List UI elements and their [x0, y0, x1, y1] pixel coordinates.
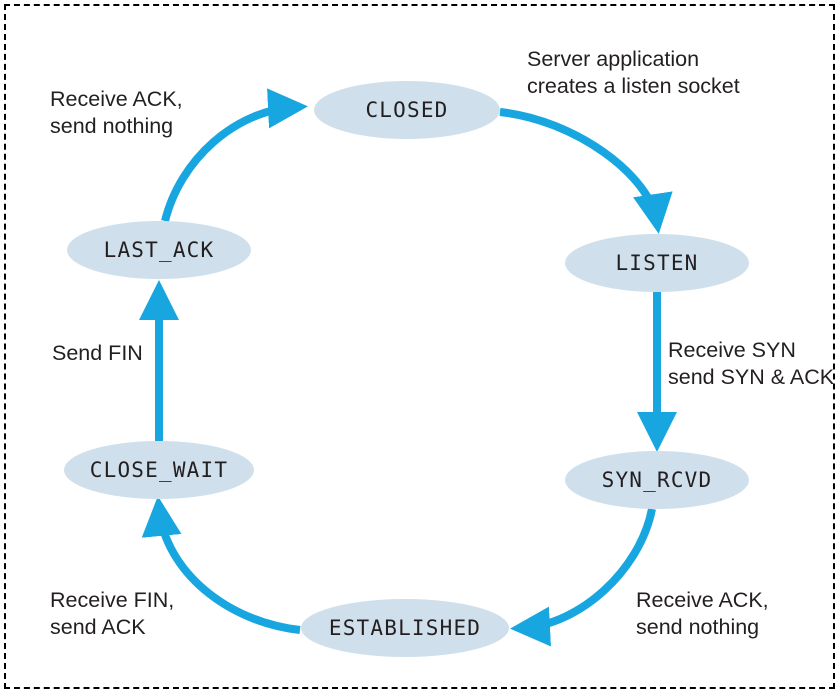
edge-label-line: send ACK [50, 615, 146, 640]
edge-label-line: Receive FIN, [50, 588, 175, 612]
edge-label-closed-to-listen: Server application creates a listen sock… [527, 46, 740, 101]
edge-label-line: Receive ACK, [50, 87, 183, 111]
edge-label-line: Receive ACK, [636, 588, 769, 612]
arrow-established-to-close-wait [141, 496, 301, 634]
state-node-last-ack[interactable]: LAST_ACK [67, 221, 251, 279]
state-label-last-ack: LAST_ACK [103, 238, 215, 262]
edge-label-last-ack-to-closed: Receive ACK, send nothing [50, 86, 183, 141]
state-label-syn-rcvd: SYN_RCVD [601, 468, 713, 492]
edge-label-syn-rcvd-to-established: Receive ACK, send nothing [636, 587, 769, 642]
state-label-close-wait: CLOSE_WAIT [89, 458, 229, 482]
arrow-closed-to-listen [499, 108, 673, 234]
state-node-syn-rcvd[interactable]: SYN_RCVD [565, 451, 749, 509]
edge-label-listen-to-syn-rcvd: Receive SYN send SYN & ACK [668, 337, 834, 392]
edge-label-line: Send FIN [52, 341, 143, 365]
state-node-close-wait[interactable]: CLOSE_WAIT [64, 441, 254, 499]
edge-label-line: creates a listen socket [527, 74, 740, 99]
state-node-listen[interactable]: LISTEN [565, 234, 749, 292]
state-node-closed[interactable]: CLOSED [314, 81, 500, 139]
state-label-established: ESTABLISHED [328, 616, 482, 640]
edge-label-established-to-close-wait: Receive FIN, send ACK [50, 587, 174, 642]
edge-label-close-wait-to-last-ack: Send FIN [52, 340, 143, 367]
edge-label-line: send SYN & ACK [668, 365, 835, 390]
edge-label-line: send nothing [50, 114, 174, 139]
edge-label-line: Receive SYN [668, 338, 796, 362]
arrow-last-ack-to-closed [161, 88, 308, 222]
state-node-established[interactable]: ESTABLISHED [301, 599, 509, 657]
edge-label-line: Server application [527, 47, 700, 71]
state-label-listen: LISTEN [615, 251, 699, 275]
edge-label-line: send nothing [636, 615, 760, 640]
arrow-syn-rcvd-to-established [510, 508, 656, 647]
state-label-closed: CLOSED [365, 98, 449, 122]
